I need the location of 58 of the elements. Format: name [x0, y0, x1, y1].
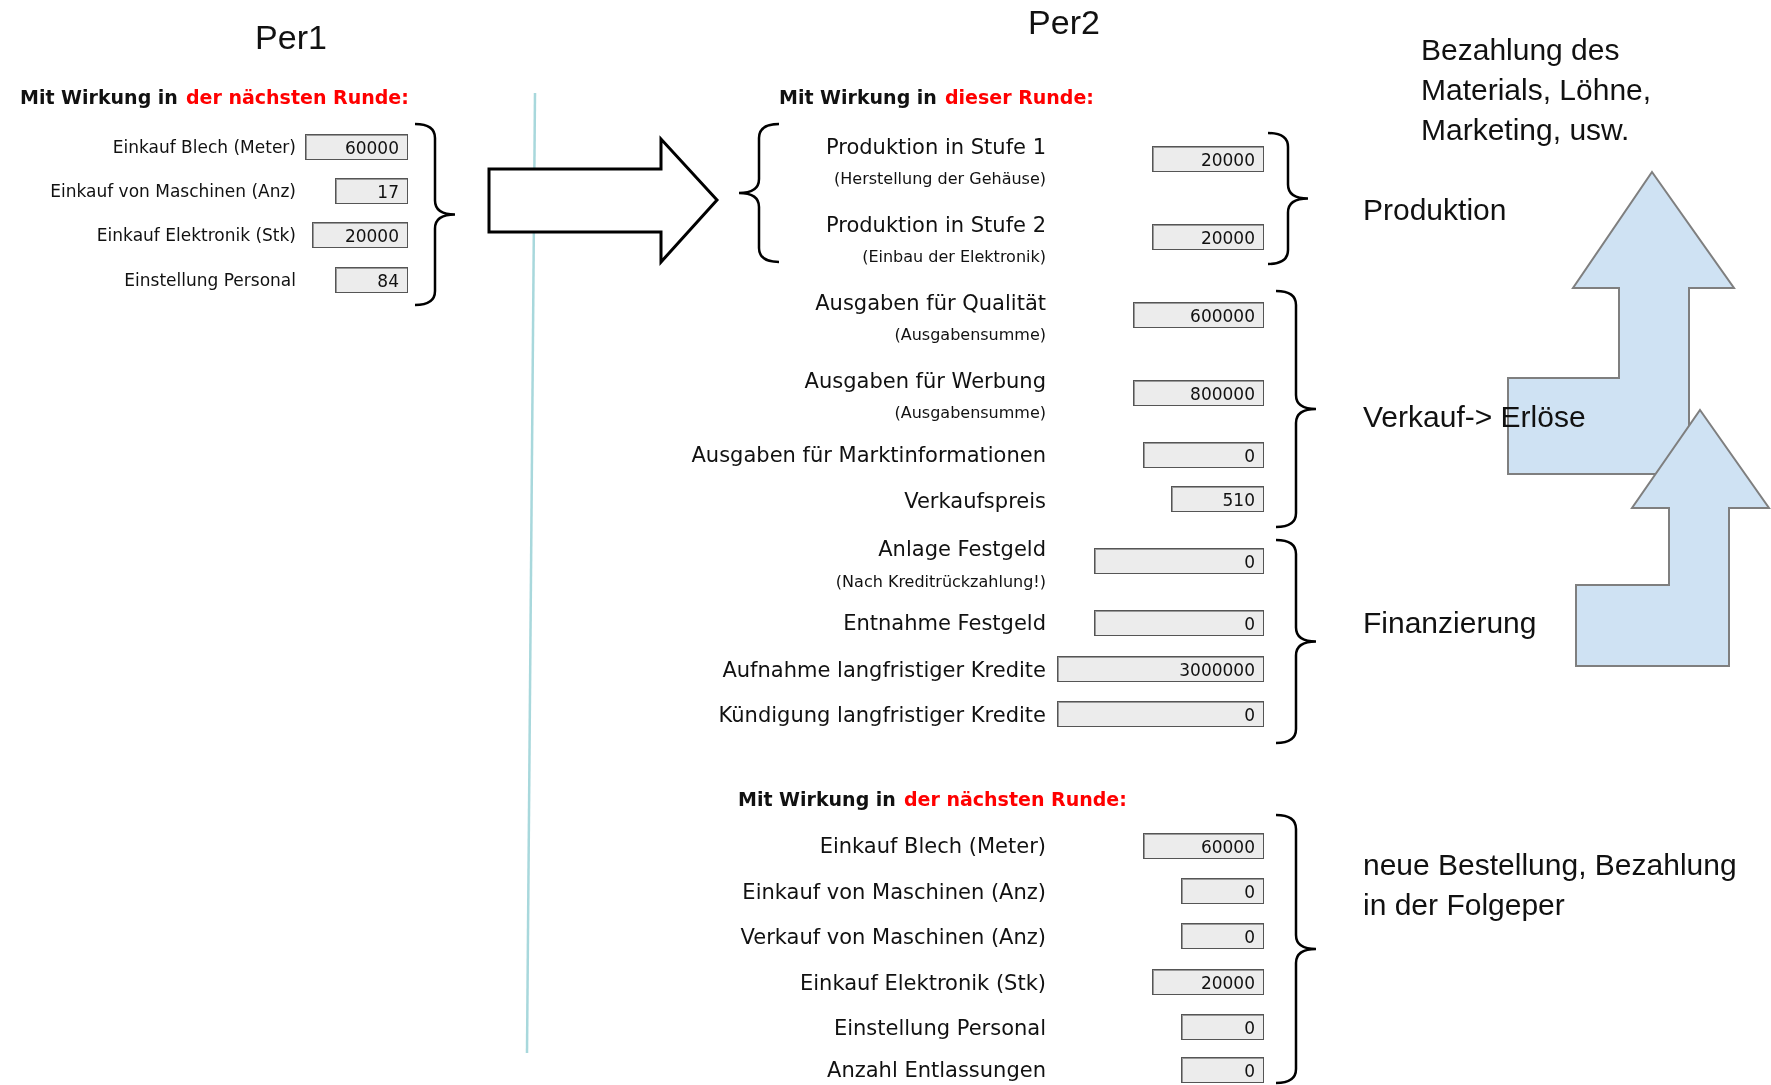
field-hint: (Herstellung der Gehäuse) — [834, 168, 1046, 188]
field-label: Ausgaben für Werbung — [804, 369, 1046, 393]
field-label: Ausgaben für Marktinformationen — [691, 443, 1046, 467]
section-heading: Mit Wirkung in — [20, 86, 178, 108]
field-label: Einkauf Elektronik (Stk) — [96, 225, 296, 245]
field-label: Einkauf Blech (Meter) — [112, 137, 296, 157]
field-hint: (Nach Kreditrückzahlung!) — [835, 571, 1046, 591]
input-field: 20000 — [1152, 146, 1264, 172]
field-label: Einstellung Personal — [124, 270, 296, 290]
input-field: 600000 — [1133, 302, 1264, 328]
field-label: Einstellung Personal — [833, 1016, 1046, 1040]
field-label: Einkauf Elektronik (Stk) — [800, 971, 1046, 995]
field-label: Ausgaben für Qualität — [815, 291, 1046, 315]
input-field: 0 — [1181, 1057, 1264, 1083]
field-label: Einkauf von Maschinen (Anz) — [50, 181, 296, 201]
field-hint: (Einbau der Elektronik) — [862, 246, 1046, 266]
section-heading: der nächsten Runde: — [904, 788, 1127, 810]
field-label: Aufnahme langfristiger Kredite — [722, 658, 1046, 682]
input-field: 17 — [335, 178, 408, 204]
section-heading: Mit Wirkung in — [738, 788, 896, 810]
annotation-text: Produktion — [1363, 192, 1508, 229]
input-field: 20000 — [1152, 969, 1264, 995]
field-label: Anzahl Entlassungen — [827, 1058, 1046, 1082]
field-label: Einkauf von Maschinen (Anz) — [742, 880, 1046, 904]
field-label: Produktion in Stufe 1 — [825, 135, 1046, 159]
field-label: Anlage Festgeld — [878, 537, 1046, 561]
section-heading: dieser Runde: — [945, 86, 1094, 108]
annotation-text: Verkauf-> Erlöse — [1363, 399, 1587, 436]
input-field: 0 — [1094, 548, 1264, 574]
input-field: 60000 — [305, 134, 408, 160]
field-label: Produktion in Stufe 2 — [825, 213, 1046, 237]
field-label: Verkaufspreis — [904, 489, 1046, 513]
input-field: 0 — [1094, 610, 1264, 636]
annotation-text: Bezahlung des Materials, Löhne, Marketing, usw. — [1421, 32, 1653, 148]
input-field: 60000 — [1143, 833, 1264, 859]
input-field: 84 — [335, 267, 408, 293]
field-hint: (Ausgabensumme) — [894, 402, 1046, 422]
annotation-text: neue Bestellung, Bezahlung in der Folgeper — [1363, 847, 1738, 923]
field-hint: (Ausgabensumme) — [894, 324, 1046, 344]
input-field: 510 — [1171, 486, 1264, 512]
input-field: 20000 — [312, 222, 408, 248]
period-heading: Per2 — [1028, 2, 1100, 42]
field-label: Verkauf von Maschinen (Anz) — [740, 925, 1046, 949]
section-heading: der nächsten Runde: — [186, 86, 409, 108]
input-field: 0 — [1057, 701, 1264, 727]
period-heading: Per1 — [255, 17, 327, 57]
input-field: 0 — [1181, 923, 1264, 949]
input-field: 0 — [1181, 1014, 1264, 1040]
field-label: Entnahme Festgeld — [843, 611, 1046, 635]
section-heading: Mit Wirkung in — [779, 86, 937, 108]
annotation-text: Finanzierung — [1363, 605, 1538, 642]
input-field: 0 — [1181, 878, 1264, 904]
input-field: 20000 — [1152, 224, 1264, 250]
input-field: 800000 — [1133, 380, 1264, 406]
input-field: 0 — [1143, 442, 1264, 468]
field-label: Kündigung langfristiger Kredite — [718, 703, 1046, 727]
input-field: 3000000 — [1057, 656, 1264, 682]
field-label: Einkauf Blech (Meter) — [819, 834, 1046, 858]
